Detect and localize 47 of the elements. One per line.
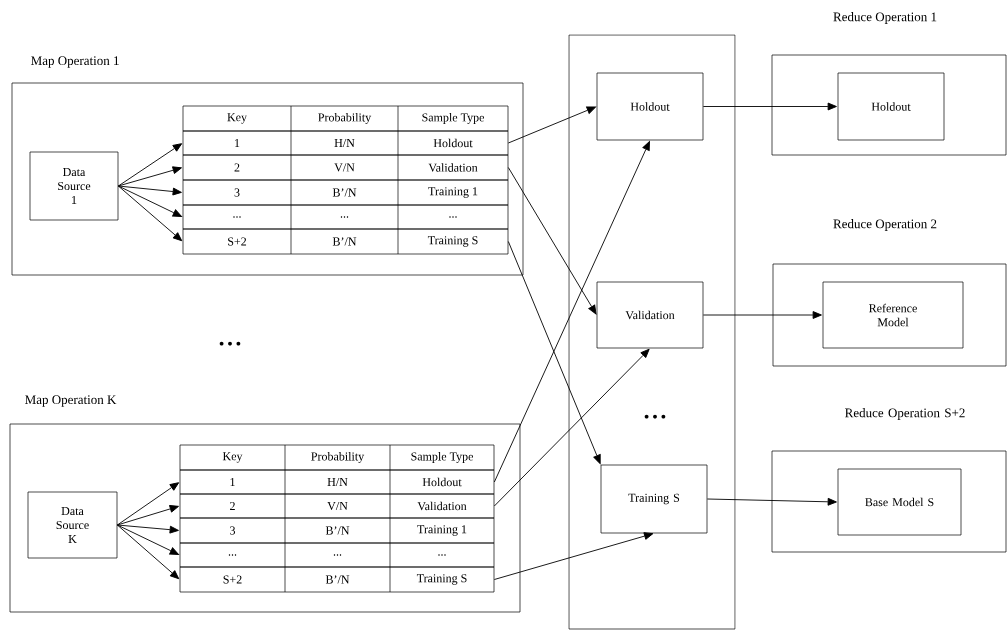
process-box: Holdout [596,72,704,141]
table-row: 1 H/N Holdout [182,130,509,156]
ellipsis-dots: • • • [219,341,241,346]
arrow [493,141,650,483]
arrow [493,532,654,580]
arrow [702,102,837,111]
table-row: 2 V/N Validation [179,493,495,519]
table-row: 1 H/N Holdout [179,469,495,495]
process-box: Holdout [837,72,945,141]
arrow [702,311,822,319]
process-box: Data Source K [27,491,118,559]
table-row: 3 B’/N Training 1 [182,179,509,206]
arrow [507,241,601,464]
table-row: ... ... ... [179,542,495,568]
operation-panel [568,34,736,630]
arrow [117,185,183,242]
process-box: Data Source 1 [29,151,119,221]
table-row: S+2 B’/N Training S [182,228,509,255]
panel-title: Map Operation K [25,395,117,407]
table-row: 2 V/N Validation [182,154,509,181]
arrow [507,167,597,315]
arrow [116,505,179,526]
table-header: Key Probability Sample Type [182,105,509,132]
table-row: S+2 B’/N Training S [179,566,495,593]
process-box: Validation [596,281,704,349]
panel-title: Reduce Operation S+2 [845,408,965,420]
arrow [117,166,182,187]
arrow [493,348,650,507]
arrow [116,524,179,555]
arrow [706,497,837,506]
ellipsis-dots: • • • [644,414,666,419]
table-row: ... ... ... [182,204,509,230]
arrow [507,106,596,144]
panel-title: Reduce Operation 2 [833,219,937,231]
panel-title: Map Operation 1 [31,56,119,68]
table-header: Key Probability Sample Type [179,444,495,471]
process-box: Reference Model [822,281,964,349]
process-box: Base Model S [837,468,962,536]
arrow [116,482,180,526]
process-box: Training S [600,464,708,534]
panel-title: Reduce Operation 1 [833,12,937,24]
arrow [117,143,183,187]
arrow [117,185,182,217]
arrow [117,185,182,196]
table-row: 3 B’/N Training 1 [179,517,495,544]
arrow [116,524,180,580]
arrow [116,524,179,534]
